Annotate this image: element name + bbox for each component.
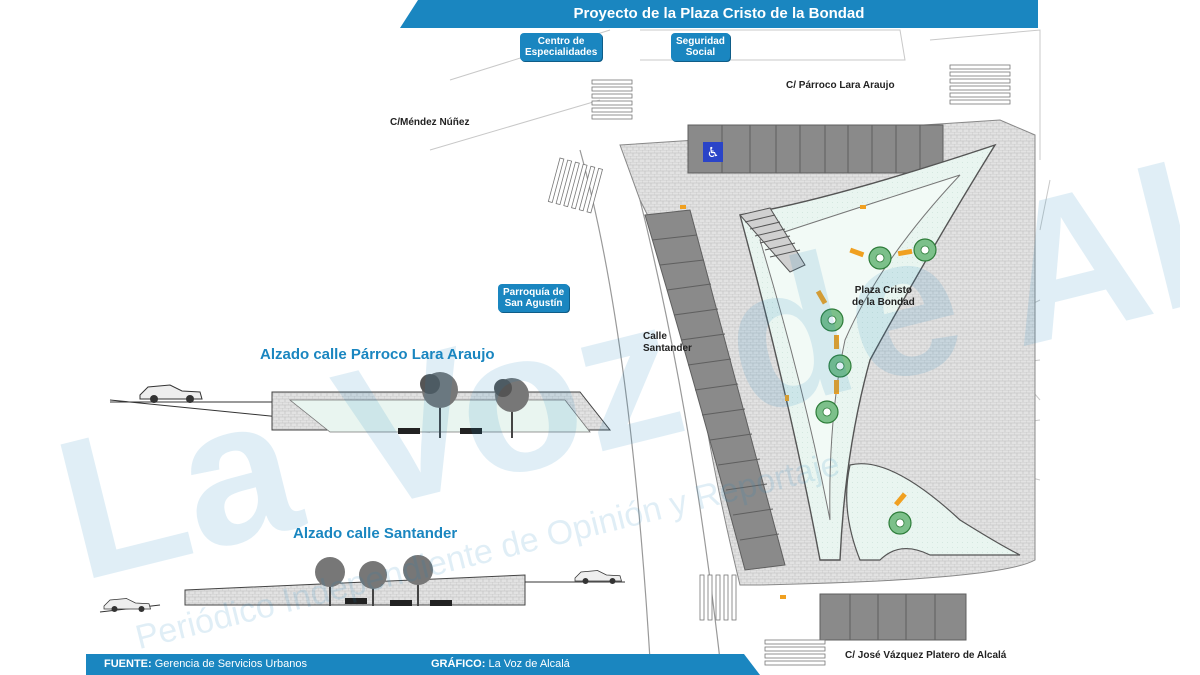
street-label-santander: Calle Santander (643, 331, 692, 354)
footer-graphic-credit: GRÁFICO: La Voz de Alcalá (431, 658, 570, 670)
footer-source: FUENTE: Gerencia de Servicios Urbanos (104, 658, 307, 670)
street-label-jose-vazquez: C/ José Vázquez Platero de Alcalá (845, 650, 1007, 661)
parking-left (644, 209, 786, 571)
benches (680, 205, 913, 599)
svg-text:♿: ♿ (707, 145, 720, 161)
elevation-title-parroco: Alzado calle Párroco Lara Araujo (260, 346, 495, 363)
landmark-parroquia-san-agustin: Parroquía de San Agustín (498, 284, 570, 312)
plaza-label: Plaza Cristo de la Bondad (852, 285, 915, 308)
page-title: Proyecto de la Plaza Cristo de la Bondad (573, 5, 865, 22)
car-icon (574, 570, 622, 584)
footer-bar: FUENTE: Gerencia de Servicios Urbanos GR… (86, 654, 760, 675)
green-area-south (846, 463, 1021, 561)
elevation-parroco-drawing (109, 372, 612, 438)
elevation-title-santander: Alzado calle Santander (293, 525, 458, 542)
parking-top (687, 124, 944, 174)
car-icon (103, 598, 151, 612)
street-label-parroco: C/ Párroco Lara Araujo (786, 80, 895, 91)
green-area-inner (759, 174, 961, 521)
car-icon (139, 384, 203, 403)
landmark-centro-especialidades: Centro de Especialidades (520, 33, 603, 61)
stairs (739, 207, 806, 273)
header-banner: Proyecto de la Plaza Cristo de la Bondad (400, 0, 1038, 28)
landmark-seguridad-social: Seguridad Social (671, 33, 730, 61)
elevation-santander-drawing (99, 555, 625, 613)
parking-bottom (819, 593, 967, 641)
street-label-mendez: C/Méndez Núñez (390, 117, 470, 128)
crosswalks (547, 64, 1011, 666)
accessible-parking-icon (703, 142, 723, 162)
